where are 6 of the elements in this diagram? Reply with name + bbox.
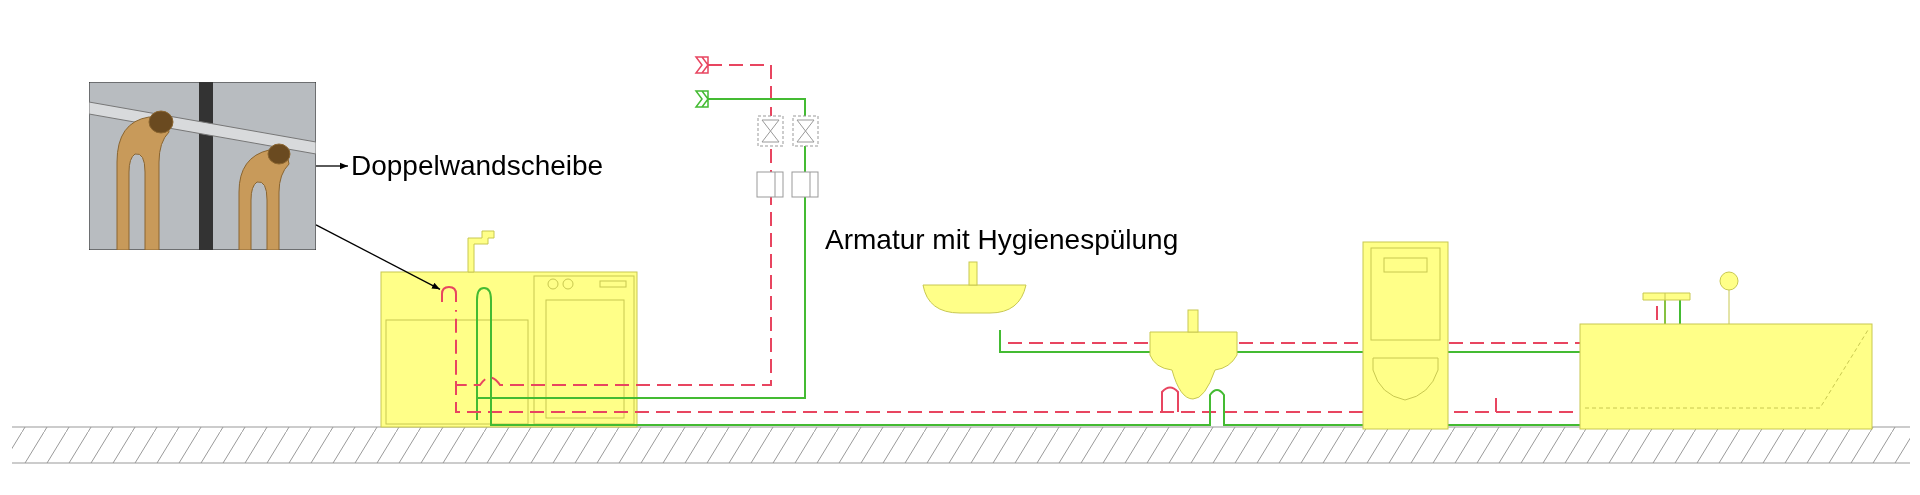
fitting-label: Armatur mit Hygienespülung	[825, 223, 1179, 257]
leader-arrow	[315, 162, 349, 170]
part-label: Doppelwandscheibe	[351, 149, 604, 183]
pipe-elbow-icon	[440, 286, 458, 302]
pipe-fittings-picture	[89, 82, 316, 250]
leader-arrow	[315, 224, 441, 290]
